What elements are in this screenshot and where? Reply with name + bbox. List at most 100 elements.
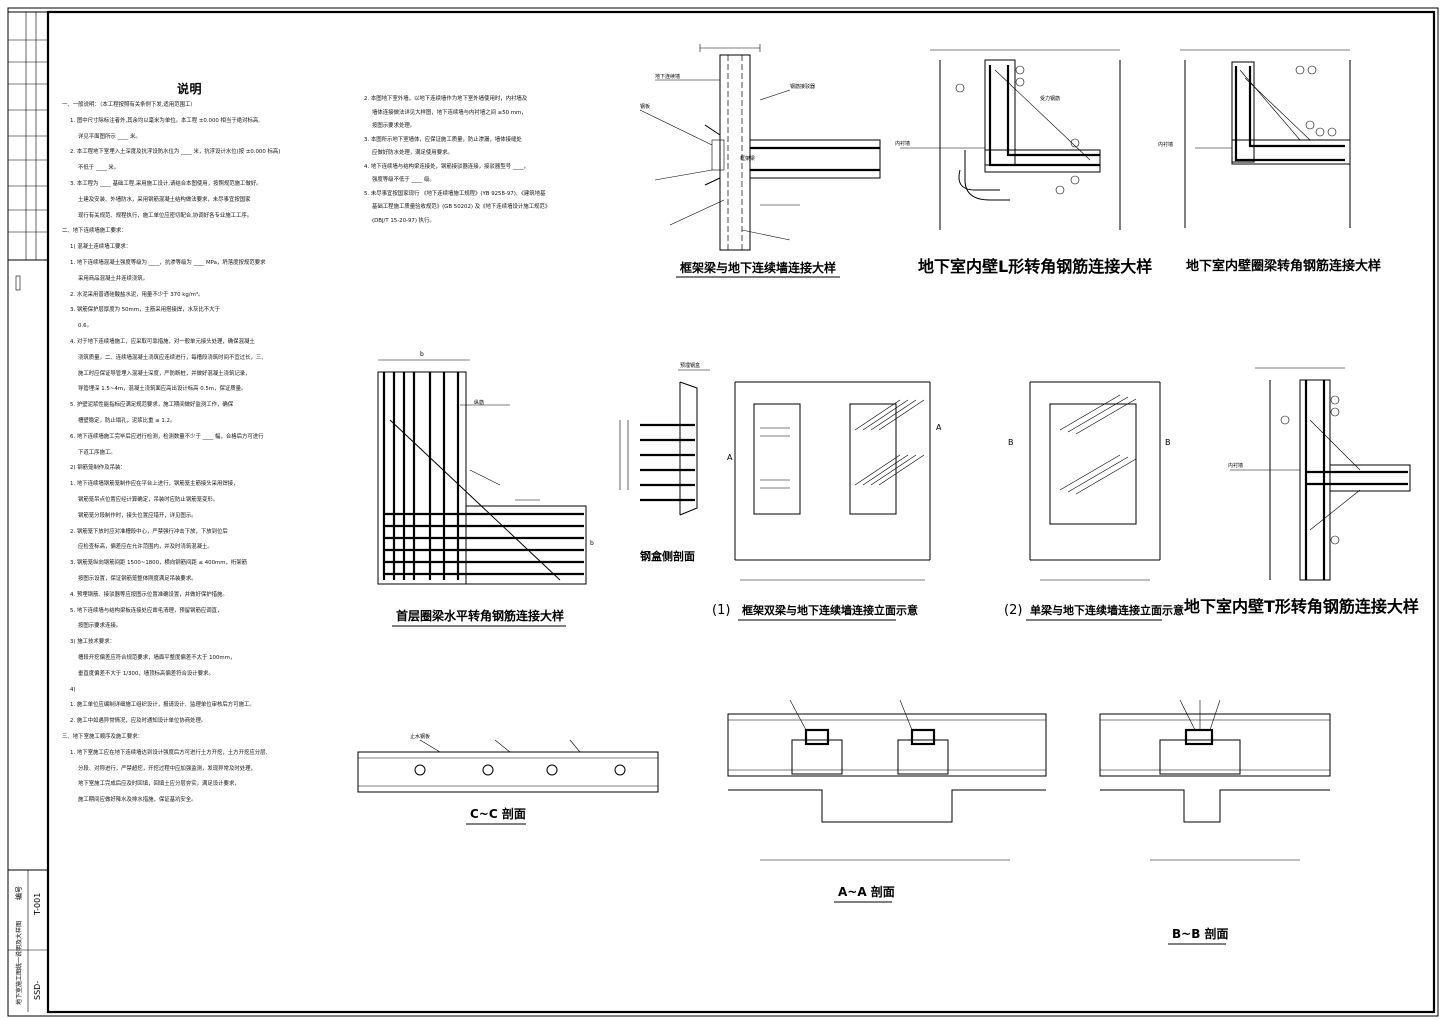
notes-col2-line: 强度等级不低于 ____ 级。 (372, 177, 435, 183)
sheet-side-code: SSD- (33, 981, 42, 1000)
notes-col1-line: 应检查标高，偏差应在允许范围内，并及时浇筑混凝土。 (78, 544, 213, 551)
notes-col1-line: 1) 混凝土连续墙工要求： (70, 244, 132, 251)
notes-col1-line: 1. 地下连续墙钢筋笼制作应在平台上进行，钢筋笼主筋接头采用焊接， (70, 481, 239, 488)
detail-ring-beam-corner: 内衬墙 (1158, 49, 1351, 228)
notes-col1-line: 2. 水泥采用普通硅酸盐水泥，用量不少于 370 kg/m³。 (70, 291, 204, 298)
detail-first-floor-ring-beam: b 纵筋 b (377, 351, 594, 585)
notes-col2-line: 墙体连接做法详见大样图，地下连续墙与内衬墙之间 ≥50 mm， (372, 109, 527, 116)
title-steel-box-section: 钢盒侧剖面 (640, 549, 695, 563)
notes-col2-line: 3. 本图所示地下室墙体，应保证施工质量，防止渗漏，墙体接缝处 (364, 136, 522, 143)
sheet-side-title: 地下室施工图统一说明及大样图 (15, 921, 23, 1005)
lbl-beam-d1: 框架梁 (740, 155, 755, 162)
title-section-cc: C~C 剖面 (470, 806, 526, 821)
notes-col2-line: 应做好防水处理，满足使用要求。 (372, 150, 453, 156)
notes-heading: 说明 (177, 82, 203, 96)
detail-section-bb (1099, 699, 1331, 861)
notes-col1-line: 二、地下连续墙施工要求： (62, 228, 127, 235)
detail-steel-box-section: 预埋钢盒 (619, 362, 710, 516)
inner-frame (46, 10, 1436, 1014)
notes-col2-line: (DBJ/T 15-20-97) 执行。 (372, 217, 435, 224)
title-double-beam-elevation: 框架双梁与地下连续墙连接立面示意 (742, 603, 918, 617)
lbl-rebar-d2: 受力钢筋 (1040, 95, 1060, 102)
mark-a-left: A (727, 453, 733, 462)
title-num-double-beam: (1) (712, 603, 730, 618)
outer-frame (7, 7, 1439, 1017)
notes-col1-line: 分段、对称进行，严禁超挖，开挖过程中应加强监测，发现异常及时处理， (78, 765, 256, 772)
notes-col1-line: 2) 钢筋笼制作及吊装： (70, 465, 126, 472)
dim-b-d4: b (420, 351, 424, 358)
notes-col1-line: 3) 施工技术要求： (70, 639, 115, 646)
title-section-bb: B~B 剖面 (1172, 926, 1229, 941)
mark-a-right: A (936, 423, 942, 432)
title-single-beam-elevation: 单梁与地下连续墙连接立面示意 (1030, 603, 1184, 617)
notes-col1-line: 4. 对于地下连续墙施工，应采取可靠措施，对一般单元接头处理，确保混凝土 (70, 339, 255, 345)
notes-col1-line: 5. 地下连续墙与结构梁板连接处应凿毛清理，预留钢筋应调直， (70, 607, 223, 614)
notes-col2-line: 5. 未尽事宜按国家现行 《地下连续墙施工规程》(YB 9258-97)、《建筑… (364, 190, 546, 197)
notes-col1-line: 一、一般说明：（本工程按照有关条例下发,适用范围工） (62, 102, 196, 108)
notes-col1-line: 详见平面图所示 ____ 米。 (78, 133, 141, 140)
title-frame-beam-wall: 框架梁与地下连续墙连接大样 (680, 260, 836, 275)
notes-col1-line: 1. 施工单位应编制详细施工组织设计，报请设计、监理单位审核后方可施工。 (70, 702, 255, 709)
notes-col1-line: 2. 本工程地下室埋入土深度及抗浮设防水位为 ____ 米，抗浮设计水位(按 ±… (70, 149, 281, 156)
notes-col1-line: 下道工序施工。 (78, 449, 116, 456)
notes-col2-line: 4. 地下连续墙与结构梁连接处，钢筋接驳器连接，接驳器型号 ____， (364, 163, 529, 170)
detail-frame-beam-wall: 地下连续墙 框架梁 钢板 钢筋接驳器 (639, 44, 881, 251)
notes-col1-line: 槽段开挖偏差应符合规范要求，墙面平整度偏差不大于 100mm， (78, 655, 236, 661)
notes-col2-line: 按图示要求处理。 (372, 123, 416, 129)
notes-col1-line: 地下室施工完成后应及时回填，回填土应分层夯实，满足设计要求， (78, 781, 240, 788)
mark-b-right: B (1165, 438, 1171, 447)
lbl-bar-d4: 纵筋 (474, 399, 484, 406)
title-first-floor-ring-beam: 首层圈梁水平转角钢筋连接大样 (396, 608, 564, 623)
title-t-corner: 地下室内壁T形转角钢筋连接大样 (1184, 597, 1419, 616)
notes-col1-line: 钢筋笼分段制作时，接头位置应错开，详见图示。 (78, 512, 197, 519)
lbl-water-d9: 止水钢板 (410, 733, 430, 740)
detail-section-cc: 止水钢板 (357, 733, 659, 793)
notes-col1-line: 5. 护壁泥浆性能指标应满足规范要求，施工期间做好监测工作，确保 (70, 402, 234, 409)
title-l-corner: 地下室内壁L形转角钢筋连接大样 (918, 257, 1152, 276)
notes-col1-line: 浇筑质量，二、连续墙混凝土浇筑应连续进行，每槽段浇筑时间不宜过长，三、 (78, 354, 267, 361)
sheet-number: T-001 (33, 893, 42, 916)
notes-col1-line: 按图示设置，保证钢筋笼整体刚度满足吊装要求。 (78, 576, 197, 582)
dim-b-d4-side: b (590, 540, 594, 547)
lbl-inner-d2: 内衬墙 (895, 140, 910, 147)
notes-col1-line: 3. 钢筋笼纵向钢筋间距 1500~1800，横向钢筋间距 ≤ 400mm，桁架… (70, 560, 248, 567)
notes-col1-line: 三、地下室施工顺序及施工要求： (62, 734, 143, 740)
notes-col1-line: 6. 地下连续墙施工完毕后应进行检测，检测数量不少于 ____ 幅，合格后方可进… (70, 433, 264, 440)
notes-col1-line: 1. 地下连续墙混凝土强度等级为 ____，抗渗等级为 ____ MPa，坍落度… (70, 260, 266, 266)
notes-col2-line: 2. 本图地下室外墙，以地下连续墙作为地下室外墙使用时，内衬墙及 (364, 96, 528, 102)
notes-col1-line: 2. 钢筋笼下放时应对准槽段中心，严禁强行冲击下放，下放到位后 (70, 528, 228, 535)
notes-col1-line: 钢筋笼吊点位置应经计算确定，吊装时应防止钢筋笼变形。 (78, 497, 219, 503)
notes-col1-line: 1. 地下室施工应在地下连续墙达到设计强度后方可进行土方开挖，土方开挖应分层、 (70, 749, 271, 756)
notes-col1-line: 采用商品混凝土并连续浇筑。 (78, 275, 149, 282)
sheet-label-no: 编号 (14, 886, 23, 900)
notes-col1-line: 1. 图中尺寸除标注者外,其余均以毫米为单位。本工程 ±0.000 相当于绝对标… (70, 117, 260, 124)
left-title-strip: 编号 T-001 地下室施工图统一说明及大样图 SSD- (8, 11, 48, 1012)
lbl-inner-d8: 内衬墙 (1228, 462, 1243, 469)
notes-col1-line: 3. 本工程为 ____ 基础工程,采用施工设计,请结合本图使用，按照规范施工做… (70, 181, 262, 187)
notes-col1-line: 导管埋深 1.5~4m，混凝土浇筑面应高出设计标高 0.5m，保证质量。 (78, 386, 247, 393)
notes-col1-line: 施工时应保证导管埋入混凝土深度，严防断桩，并做好混凝土浇筑记录， (78, 370, 251, 377)
detail-l-corner: 内衬墙 受力钢筋 (895, 49, 1121, 230)
lbl-box-d5: 预埋钢盒 (680, 362, 700, 369)
notes-col1-line: 3. 钢筋保护层厚度为 50mm，主筋采用搭接焊，水灰比不大于 (70, 307, 220, 314)
notes-col1-line: 按图示要求连接。 (78, 623, 122, 630)
title-section-aa: A~A 剖面 (838, 884, 895, 899)
lbl-wall-d1: 地下连续墙 (655, 73, 680, 80)
notes-col1-line: 2. 施工中如遇异常情况，应及时通知设计单位协商处理。 (70, 718, 207, 725)
notes-col1-line: 4) (70, 686, 76, 693)
notes-col1-line: 不低于 ____ 米。 (78, 165, 120, 172)
detail-double-beam-elevation: A A (727, 381, 942, 581)
notes-col2-line: 基础工程施工质量验收规范》(GB 50202) 及《地下连续墙设计施工规范》 (372, 204, 551, 210)
notes-col1-line: 槽壁稳定，防止塌孔，泥浆比重 ≤ 1.2。 (78, 418, 176, 424)
lbl-connector-d1: 钢筋接驳器 (790, 83, 815, 90)
detail-t-corner: 内衬墙 (1228, 367, 1411, 581)
notes-col1-line: 施工期间应做好降水及排水措施，保证基坑安全。 (78, 797, 197, 804)
lbl-inner-d3: 内衬墙 (1158, 141, 1173, 148)
notes-col1-line: 4. 预埋钢筋、接驳器等应按图示位置准确设置，并做好保护措施。 (70, 591, 228, 598)
detail-single-beam-elevation: B B (1008, 381, 1171, 581)
notes-col1-line: 垂直度偏差不大于 1/300，墙顶标高偏差符合设计要求。 (78, 670, 214, 677)
notes-col1-line: 现行有关规范、规程执行，施工单位应密切配合,协调好各专业施工工序。 (78, 212, 253, 219)
notes-col1-line: 0.6。 (78, 323, 92, 330)
title-ring-beam-corner: 地下室内壁圈梁转角钢筋连接大样 (1186, 258, 1381, 274)
